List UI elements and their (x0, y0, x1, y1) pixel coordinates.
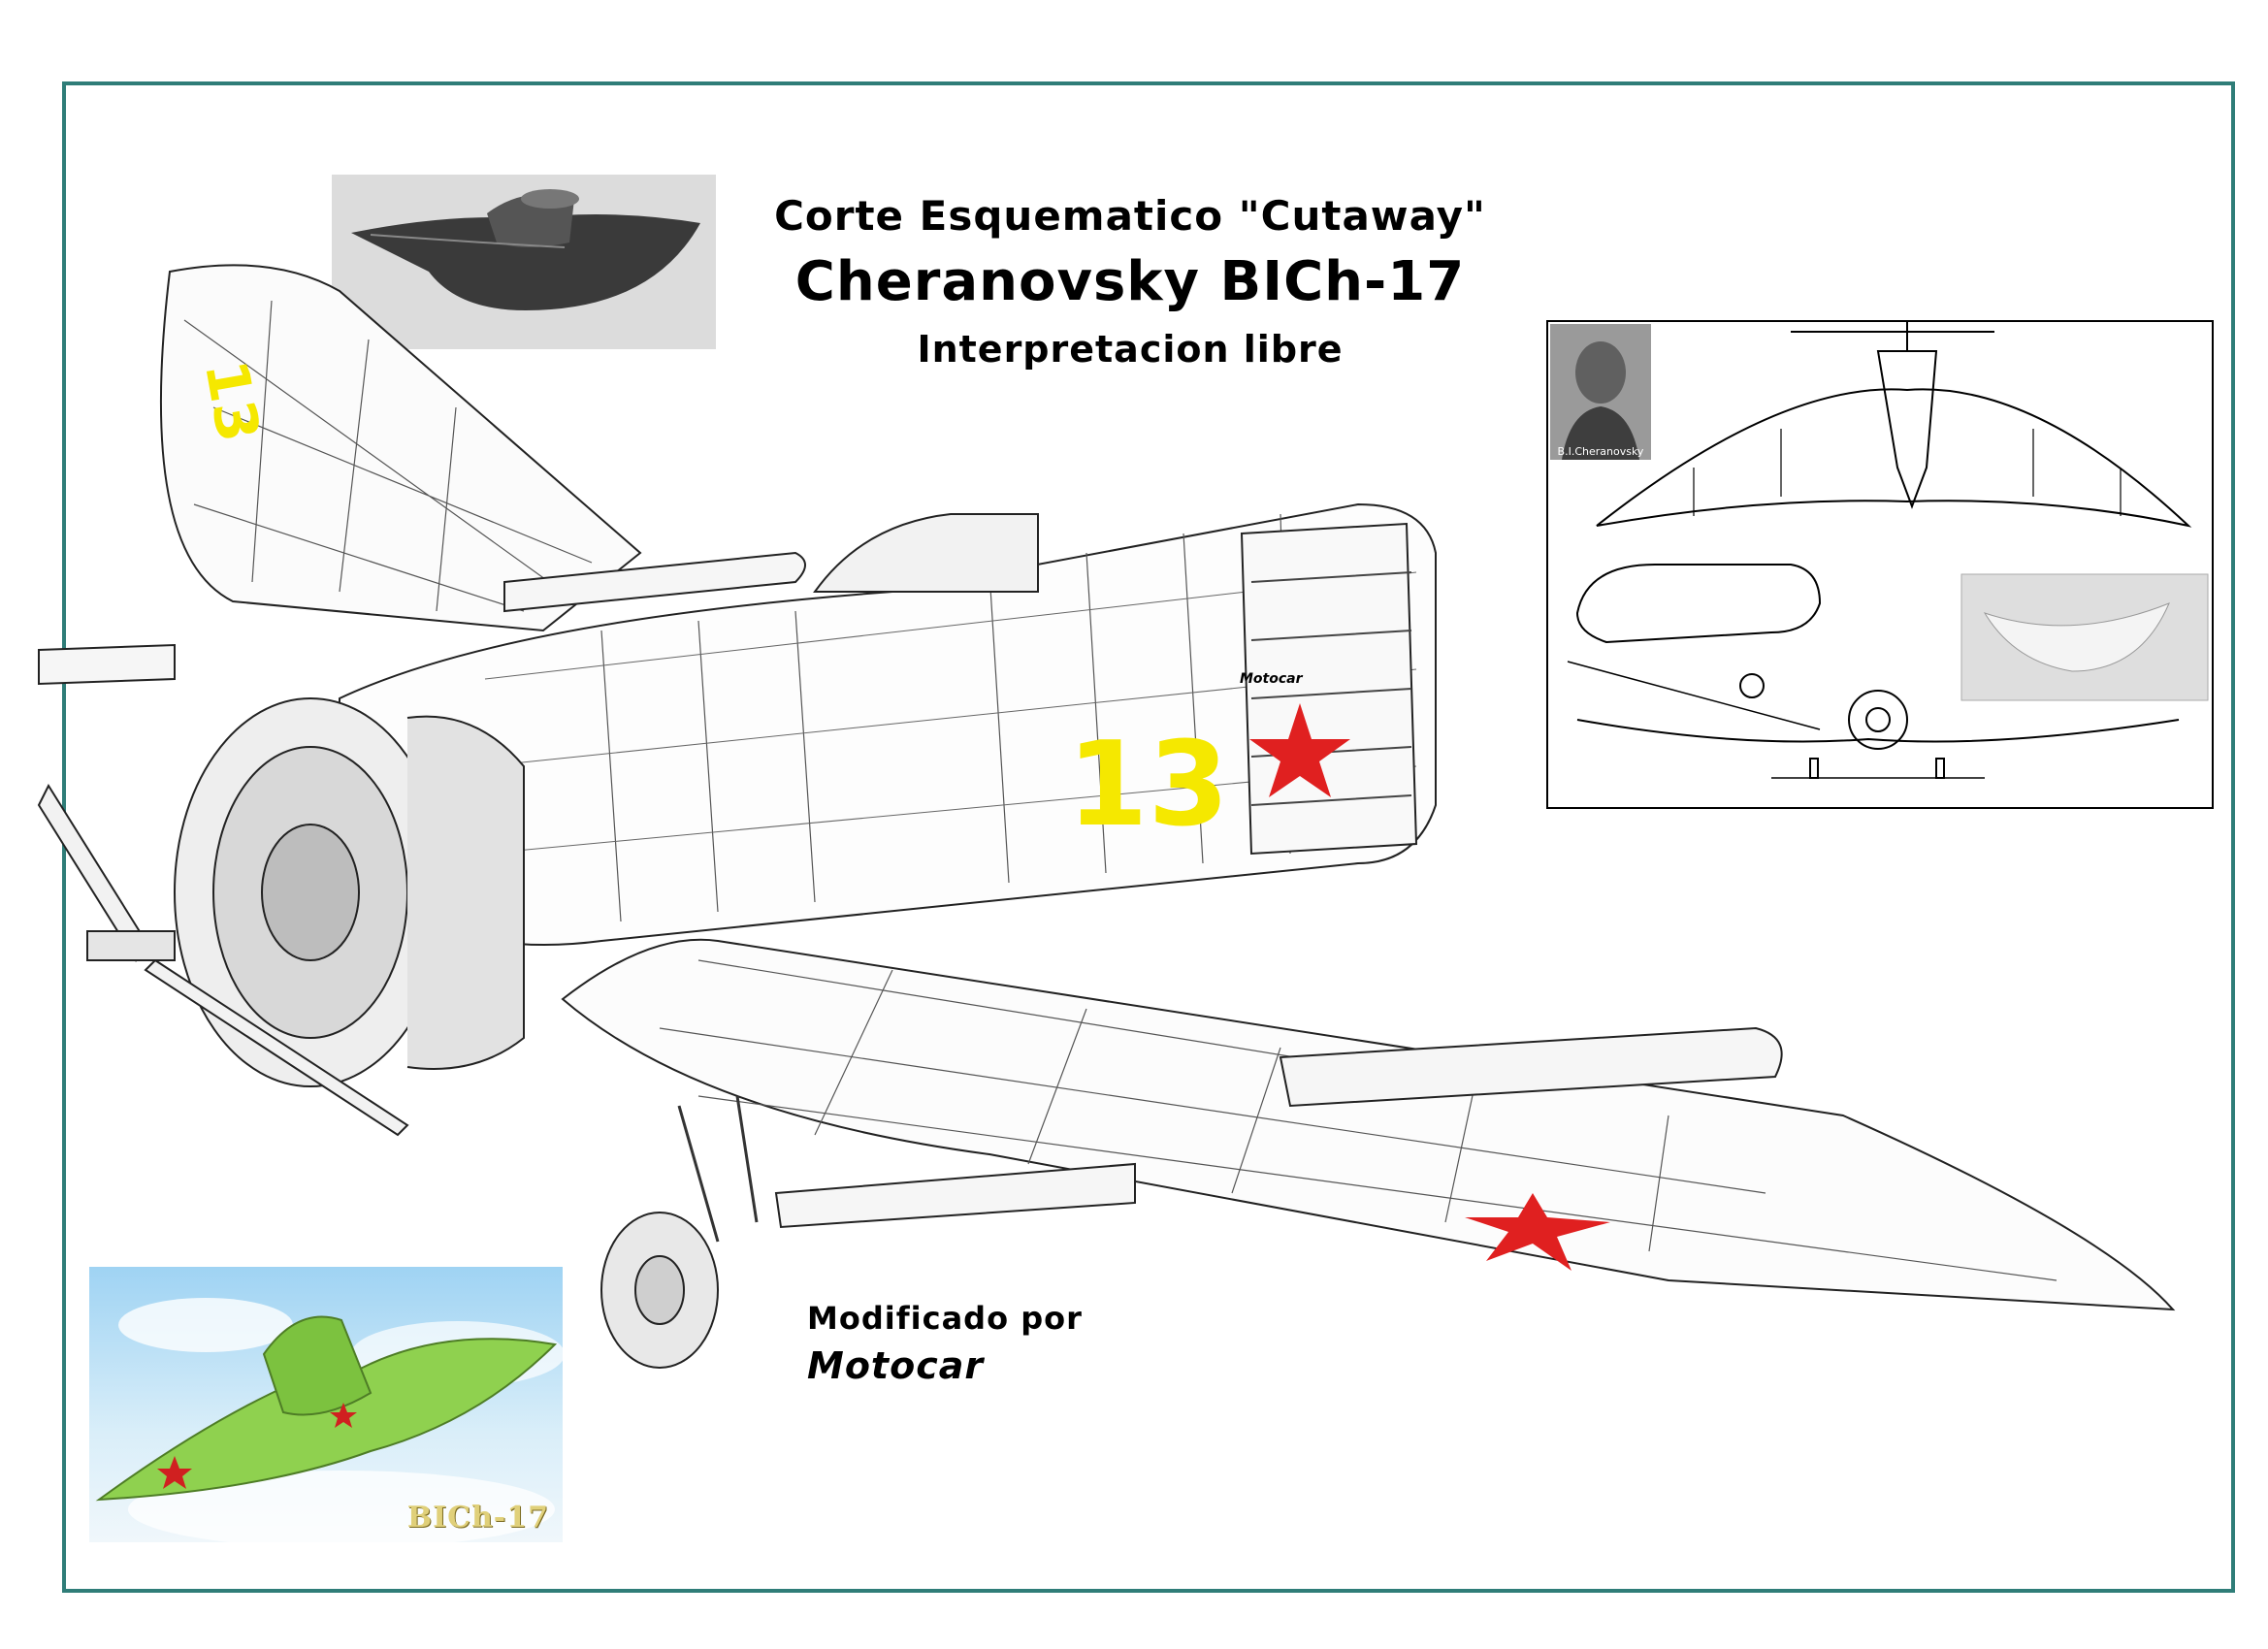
credit-author: Motocar (807, 1344, 985, 1387)
fuselage-number-13: 13 (1067, 718, 1229, 853)
render-label: BICh-17 (406, 1501, 549, 1535)
credit-label: Modificado por (807, 1300, 1083, 1337)
fuselage-tag: Motocar (1240, 671, 1304, 687)
title-subtitle: Interpretacion libre (917, 328, 1344, 371)
title-aircraft: Cheranovsky BICh-17 (794, 250, 1466, 313)
reference-drawing: B.I.Cheranovsky (1546, 320, 2214, 809)
wing-number-13: 13 (191, 355, 272, 446)
designer-portrait: B.I.Cheranovsky (1550, 324, 1651, 460)
photo-top-flying-wing (332, 175, 716, 349)
star-insignia-wing (1465, 1193, 1610, 1271)
title-cutaway: Corte Esquematico "Cutaway" (774, 192, 1486, 240)
cutaway-illustration: 13 13 Motocar (19, 262, 2212, 1406)
portrait-caption: B.I.Cheranovsky (1557, 445, 1644, 458)
star-insignia-fuselage (1249, 703, 1350, 797)
color-render: BICh-17 (89, 1267, 563, 1542)
